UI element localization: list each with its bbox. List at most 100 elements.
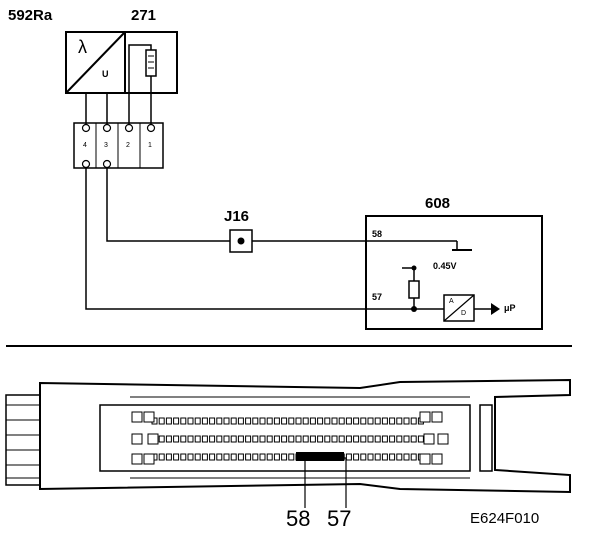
ecu-pin <box>209 453 216 461</box>
ecu-pin <box>273 453 280 461</box>
ecu-pin <box>367 435 374 443</box>
ecu-pin <box>345 435 352 443</box>
ecu-pin <box>230 417 237 425</box>
ecu-pin <box>374 417 381 425</box>
ecu-pin <box>223 453 230 461</box>
ecu-pin <box>309 417 316 425</box>
ecu-pin <box>216 435 223 443</box>
ecu-pin <box>259 435 266 443</box>
ecu-pin <box>345 453 352 461</box>
ecu-large-pin <box>131 411 143 423</box>
ecu-pin <box>266 417 273 425</box>
ecu-pin <box>230 453 237 461</box>
ecu-pin <box>389 435 396 443</box>
lambda-sensor-diagonal <box>65 31 126 94</box>
ecu-pin <box>381 435 388 443</box>
ecu-pin <box>216 417 223 425</box>
connector-pin-label: 3 <box>104 142 108 149</box>
ecu-pin <box>216 453 223 461</box>
ecu-pin <box>194 453 201 461</box>
ecu-pin <box>360 435 367 443</box>
ecu-pin <box>173 417 180 425</box>
ecu-large-pin <box>147 433 159 445</box>
ecu-pin <box>374 453 381 461</box>
control-module-box <box>365 215 543 330</box>
ecu-pin <box>345 417 352 425</box>
ecu-pin <box>309 435 316 443</box>
ecu-pin <box>245 453 252 461</box>
ecu-pin <box>259 453 266 461</box>
ecu-pin <box>201 435 208 443</box>
ecu-pin <box>410 435 417 443</box>
ecu-pin <box>353 417 360 425</box>
bias-voltage-label: 0.45V <box>433 261 457 271</box>
ecu-connector-housing <box>39 378 571 494</box>
ecu-pin <box>173 435 180 443</box>
ecu-pin <box>165 417 172 425</box>
ecu-pin <box>245 417 252 425</box>
ecu-pin <box>158 417 165 425</box>
ecu-pin <box>187 435 194 443</box>
ecu-pin <box>165 435 172 443</box>
bias-resistor <box>408 280 420 299</box>
ecu-pin-rows <box>131 411 449 465</box>
converter-a-label: A <box>449 298 454 305</box>
ecu-pin <box>331 435 338 443</box>
ecu-pin <box>367 453 374 461</box>
ecu-pin <box>230 435 237 443</box>
ecu-pin <box>180 417 187 425</box>
ecu-pin <box>302 435 309 443</box>
ecu-pin <box>331 417 338 425</box>
ecu-pin <box>194 435 201 443</box>
ecu-pin <box>381 453 388 461</box>
ecu-pin <box>281 435 288 443</box>
converter-d-label: D <box>461 310 467 317</box>
ecu-large-pin <box>437 433 449 445</box>
heater-resistor-icon <box>145 49 157 77</box>
ecu-large-pin <box>431 411 443 423</box>
ecu-pin <box>338 435 345 443</box>
ecu-pin <box>403 435 410 443</box>
ecu-pin <box>252 435 259 443</box>
ecu-pin <box>201 453 208 461</box>
ecu-large-pin <box>423 433 435 445</box>
lambda-sensor-ref: 592Ra <box>8 7 53 24</box>
ecu-pin <box>288 453 295 461</box>
ecu-pin <box>338 417 345 425</box>
ecu-pin <box>223 435 230 443</box>
ecu-pin <box>237 417 244 425</box>
ecu-pin <box>237 453 244 461</box>
ecu-pin <box>295 417 302 425</box>
ecu-pin <box>209 435 216 443</box>
ecu-pin <box>273 435 280 443</box>
ecu-large-pin <box>419 411 431 423</box>
ecu-pin <box>403 453 410 461</box>
ecu-pin <box>295 435 302 443</box>
ad-converter <box>443 294 475 322</box>
splice-j16 <box>229 229 253 253</box>
ecu-pin <box>266 435 273 443</box>
ecu-pin <box>396 435 403 443</box>
callout-57: 57 <box>327 506 352 531</box>
ecu-pin <box>396 417 403 425</box>
ecu-pin <box>201 417 208 425</box>
lambda-symbol: λ <box>78 37 87 57</box>
ecu-large-pin <box>143 453 155 465</box>
ecu-pin <box>194 417 201 425</box>
ecu-pin <box>187 453 194 461</box>
ecu-pin <box>187 417 194 425</box>
ecu-pin <box>223 417 230 425</box>
ecu-pin <box>360 453 367 461</box>
ecu-pin <box>317 417 324 425</box>
ecu-large-pin <box>143 411 155 423</box>
heater-lead-left <box>128 44 152 93</box>
heater-ref: 271 <box>131 7 157 24</box>
ecu-pin <box>317 435 324 443</box>
ecu-pin <box>245 435 252 443</box>
ecu-pin <box>158 453 165 461</box>
sensor-output-label: U <box>102 69 109 79</box>
connector-pin-label: 4 <box>83 142 87 149</box>
ecu-pin <box>389 453 396 461</box>
ecu-pin <box>281 453 288 461</box>
